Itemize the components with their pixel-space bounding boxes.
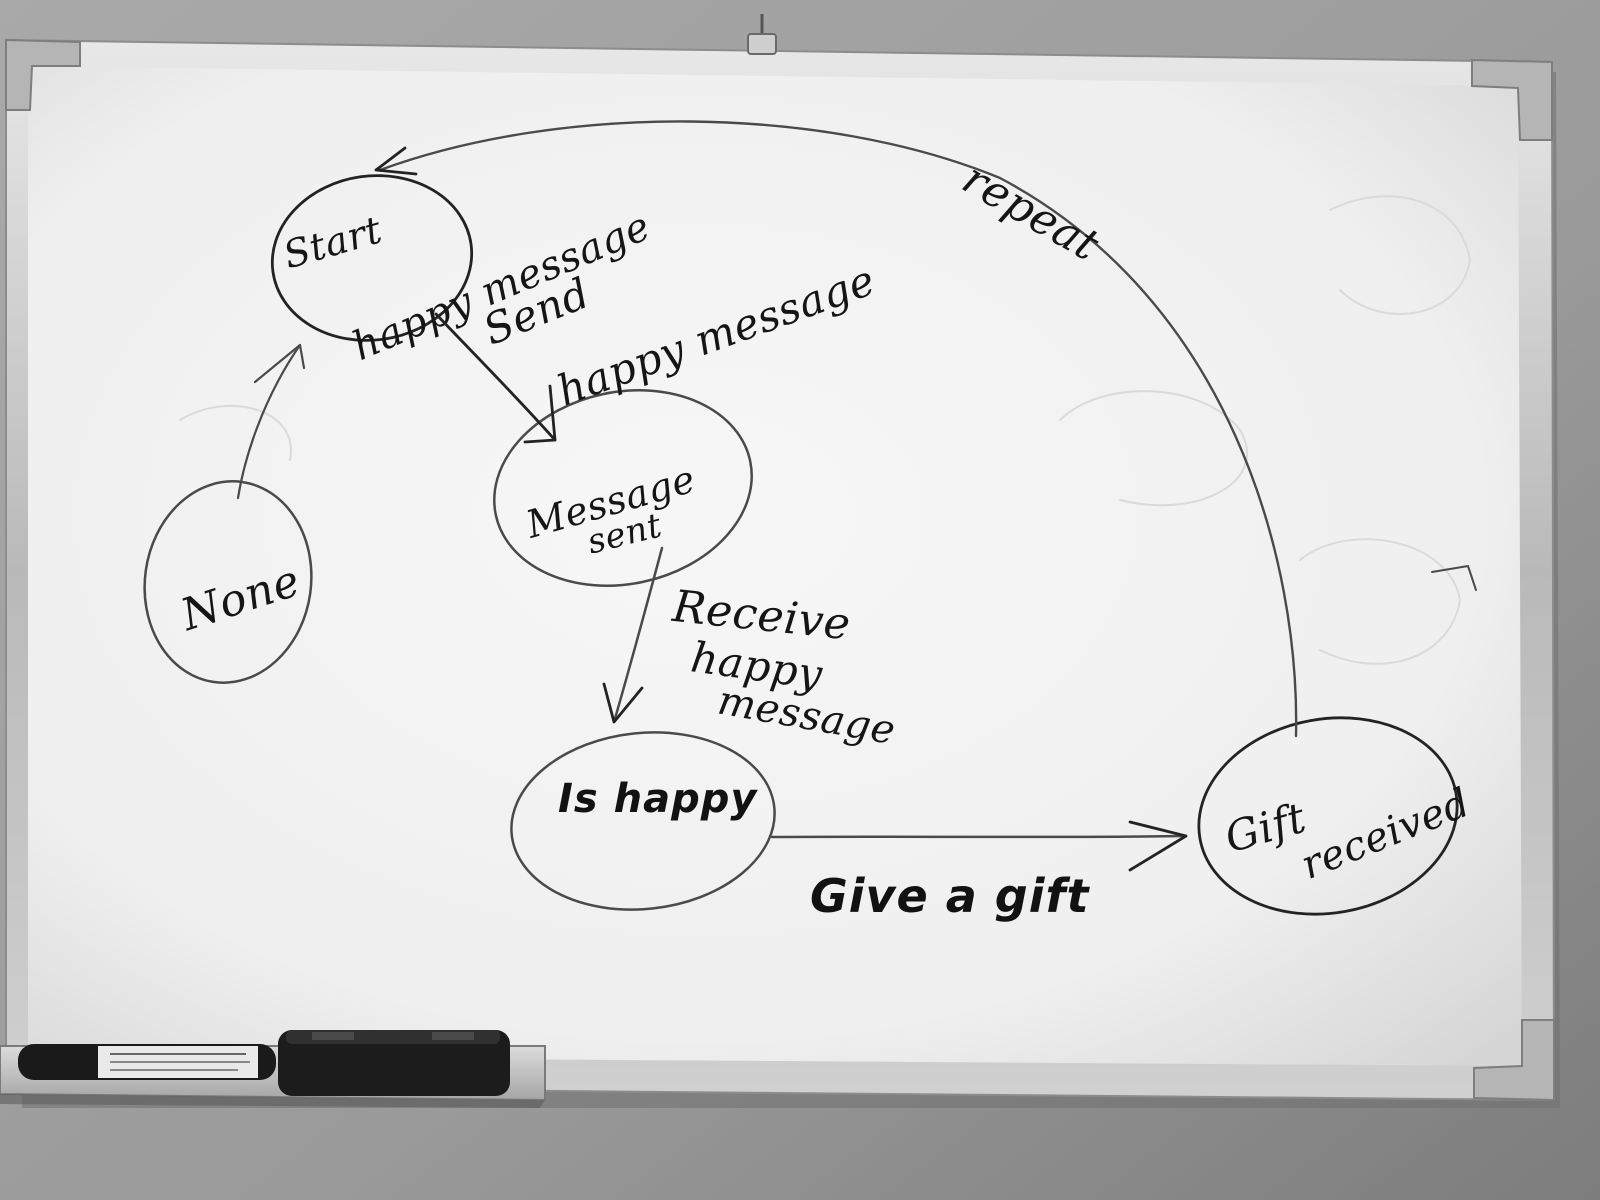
arrow-gift-received-to-start: [374, 120, 1298, 738]
state-is-happy-circle: [510, 731, 776, 911]
arrow-is-happy-to-gift-received: [770, 820, 1188, 872]
corner-cap-bottom-right: [1473, 1019, 1555, 1102]
state-is-happy: Is happy: [510, 731, 776, 911]
arrow-none-to-start: [236, 343, 306, 500]
board-surface: [28, 66, 1522, 1066]
marker-pen: [18, 1044, 276, 1080]
state-start-circle: [270, 174, 474, 342]
state-gift-received-circle: [1197, 716, 1459, 916]
state-is-happy-label: Is happy: [558, 776, 758, 822]
stray-mark: [1431, 565, 1477, 591]
hanging-hook: [747, 14, 777, 55]
state-message-sent-circle: [493, 389, 753, 587]
arrow-start-to-message-sent: [434, 312, 557, 444]
arrow-message-sent-to-is-happy: [602, 546, 664, 724]
eraser: [278, 1030, 510, 1096]
corner-cap-top-left: [5, 38, 81, 111]
corner-cap-top-right: [1471, 58, 1553, 141]
marker-tray-shadow: [0, 1094, 545, 1108]
erased-ghost-marks: [179, 195, 1472, 665]
transition-give-gift-label: Give a gift: [810, 869, 1090, 923]
